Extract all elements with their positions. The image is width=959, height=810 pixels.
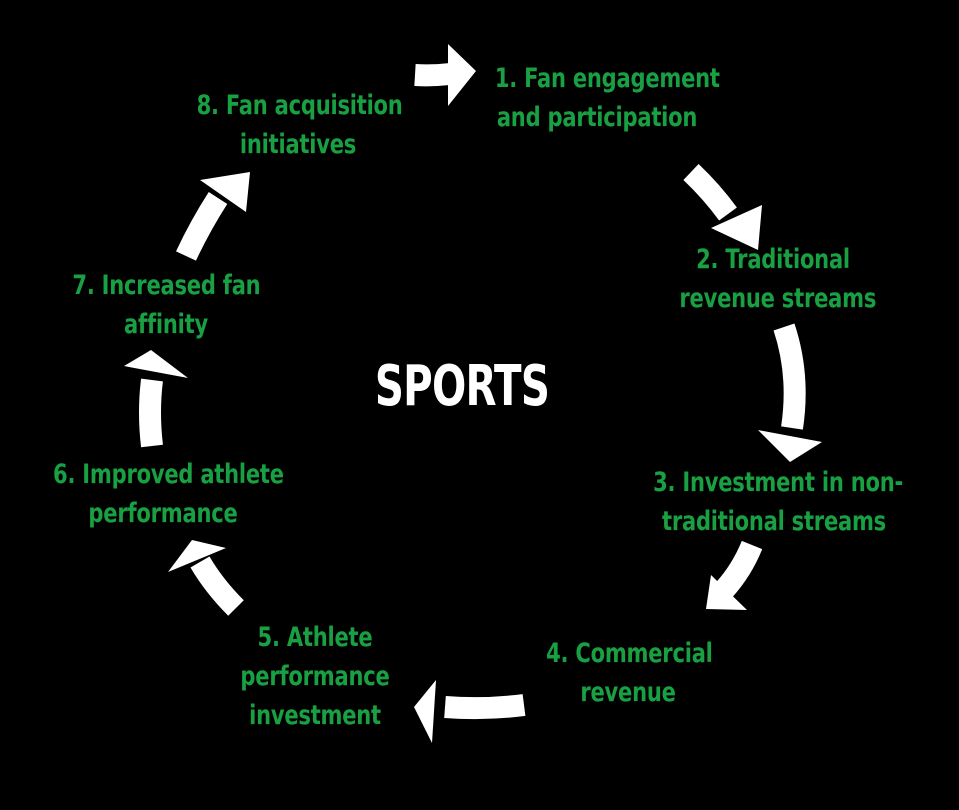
arrow-3-to-4 [706, 540, 763, 610]
step-2-line-1: 2. Traditional [696, 244, 850, 275]
arrow-4-to-5 [414, 680, 526, 743]
step-3-line-1: 3. Investment in non- [653, 467, 903, 498]
step-3-label: 3. Investment in non- traditional stream… [653, 463, 903, 541]
step-5-line-1: 5. Athlete [257, 622, 373, 653]
step-7-label: 7. Increased fan affinity [72, 266, 261, 344]
step-8-line-2: initiatives [239, 129, 357, 160]
arrow-6-to-7 [124, 350, 188, 448]
arrow-7-to-8 [176, 172, 250, 261]
step-2-label: 2. Traditional revenue streams [679, 240, 877, 318]
step-3-line-2: traditional streams [661, 506, 886, 537]
step-6-label: 6. Improved athlete performance [53, 455, 284, 533]
step-6-line-2: performance [88, 498, 238, 529]
step-1-line-1: 1. Fan engagement [494, 63, 720, 94]
step-5-label: 5. Athlete performance investment [237, 618, 393, 735]
step-4-label: 4. Commercial revenue [546, 634, 713, 712]
step-1-label: 1. Fan engagement and participation [494, 59, 720, 137]
step-5-line-3: investment [249, 700, 381, 731]
step-8-label: 8. Fan acquisition initiatives [196, 86, 403, 164]
arrow-8-to-1 [414, 44, 476, 106]
arrow-2-to-3 [758, 323, 822, 462]
step-6-line-1: 6. Improved athlete [53, 459, 284, 490]
step-5-line-2: performance [240, 661, 390, 692]
arrow-1-to-2 [683, 164, 762, 250]
step-8-line-1: 8. Fan acquisition [196, 90, 403, 121]
step-7-line-2: affinity [124, 309, 208, 340]
step-1-line-2: and participation [496, 102, 698, 133]
center-title: SPORTS [374, 354, 550, 419]
step-4-line-2: revenue [580, 677, 676, 708]
step-2-line-2: revenue streams [679, 283, 877, 314]
step-4-line-1: 4. Commercial [546, 638, 713, 669]
arrow-5-to-6 [168, 540, 244, 616]
step-7-line-1: 7. Increased fan [72, 270, 261, 301]
